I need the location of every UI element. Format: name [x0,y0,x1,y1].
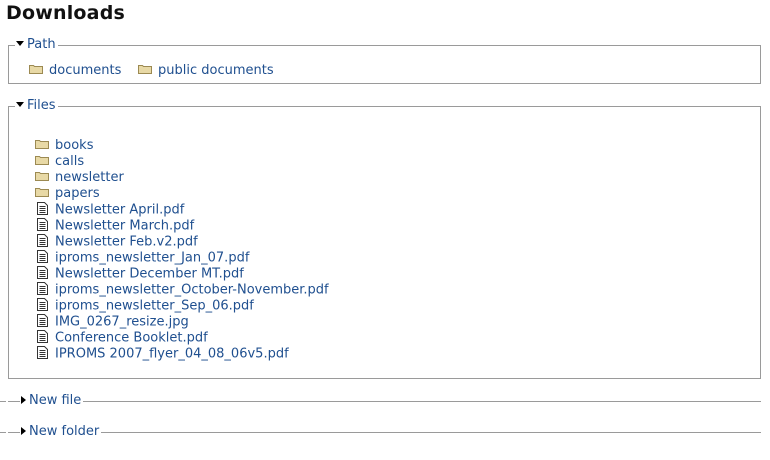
file-list-label: Newsletter March.pdf [55,218,195,234]
triangle-right-icon [21,395,26,404]
file-list-label: iproms_newsletter_October-November.pdf [55,282,329,298]
path-legend-toggle[interactable]: Path [15,37,58,53]
file-list-label: newsletter [55,170,124,185]
divider [0,401,6,402]
folder-icon [35,171,49,181]
file-list-label: Conference Booklet.pdf [55,330,208,346]
path-item-label: documents [49,63,122,78]
document-icon [37,314,48,327]
file-list-label: iproms_newsletter_Sep_06.pdf [55,298,254,314]
new-folder-legend-toggle[interactable]: New folder [20,424,102,440]
files-legend-label: Files [27,98,56,113]
divider [0,432,6,433]
folder-icon [138,64,152,74]
folder-list-item[interactable]: calls [35,154,329,170]
files-legend-toggle[interactable]: Files [15,98,58,114]
new-file-fieldset: New file [0,393,761,409]
file-list-item[interactable]: IPROMS 2007_flyer_04_08_06v5.pdf [35,346,329,362]
triangle-down-icon [16,102,24,107]
folder-list-item[interactable]: newsletter [35,170,329,186]
page-title: Downloads [6,2,126,24]
path-fieldset: Path documents public documents [8,37,761,84]
path-item-label: public documents [158,63,274,78]
new-folder-legend-label: New folder [29,424,100,439]
path-item-documents[interactable]: documents [29,62,121,80]
folder-icon [35,155,49,165]
file-list-label: Newsletter December MT.pdf [55,266,244,282]
file-list-item[interactable]: iproms_newsletter_Jan_07.pdf [35,250,329,266]
file-list-item[interactable]: Conference Booklet.pdf [35,330,329,346]
document-icon [37,298,48,311]
file-list-item[interactable]: Newsletter March.pdf [35,218,329,234]
file-list-item[interactable]: IMG_0267_resize.jpg [35,314,329,330]
file-list-label: iproms_newsletter_Jan_07.pdf [55,250,250,266]
triangle-down-icon [16,41,24,46]
new-file-legend-toggle[interactable]: New file [20,393,84,409]
file-list-item[interactable]: iproms_newsletter_October-November.pdf [35,282,329,298]
file-list-item[interactable]: Newsletter Feb.v2.pdf [35,234,329,250]
file-list-item[interactable]: Newsletter December MT.pdf [35,266,329,282]
document-icon [37,218,48,231]
document-icon [37,266,48,279]
file-list-label: Newsletter April.pdf [55,202,185,218]
file-list-label: papers [55,186,100,201]
folder-icon [29,64,43,74]
folder-list-item[interactable]: books [35,138,329,154]
folder-icon [35,139,49,149]
file-list-label: calls [55,154,85,169]
path-legend-label: Path [27,37,56,52]
file-list-label: Newsletter Feb.v2.pdf [55,234,198,250]
folder-list-item[interactable]: papers [35,186,329,202]
document-icon [37,250,48,263]
file-list-label: books [55,138,94,153]
document-icon [37,202,48,215]
new-file-legend-label: New file [29,393,82,408]
file-list-label: IPROMS 2007_flyer_04_08_06v5.pdf [55,346,289,362]
triangle-right-icon [21,426,26,435]
path-item-public-documents[interactable]: public documents [138,62,274,80]
file-list-item[interactable]: iproms_newsletter_Sep_06.pdf [35,298,329,314]
new-folder-fieldset: New folder [0,424,761,440]
file-list-item[interactable]: Newsletter April.pdf [35,202,329,218]
file-list-label: IMG_0267_resize.jpg [55,314,189,330]
document-icon [37,330,48,343]
folder-icon [35,187,49,197]
document-icon [37,282,48,295]
document-icon [37,234,48,247]
document-icon [37,346,48,359]
